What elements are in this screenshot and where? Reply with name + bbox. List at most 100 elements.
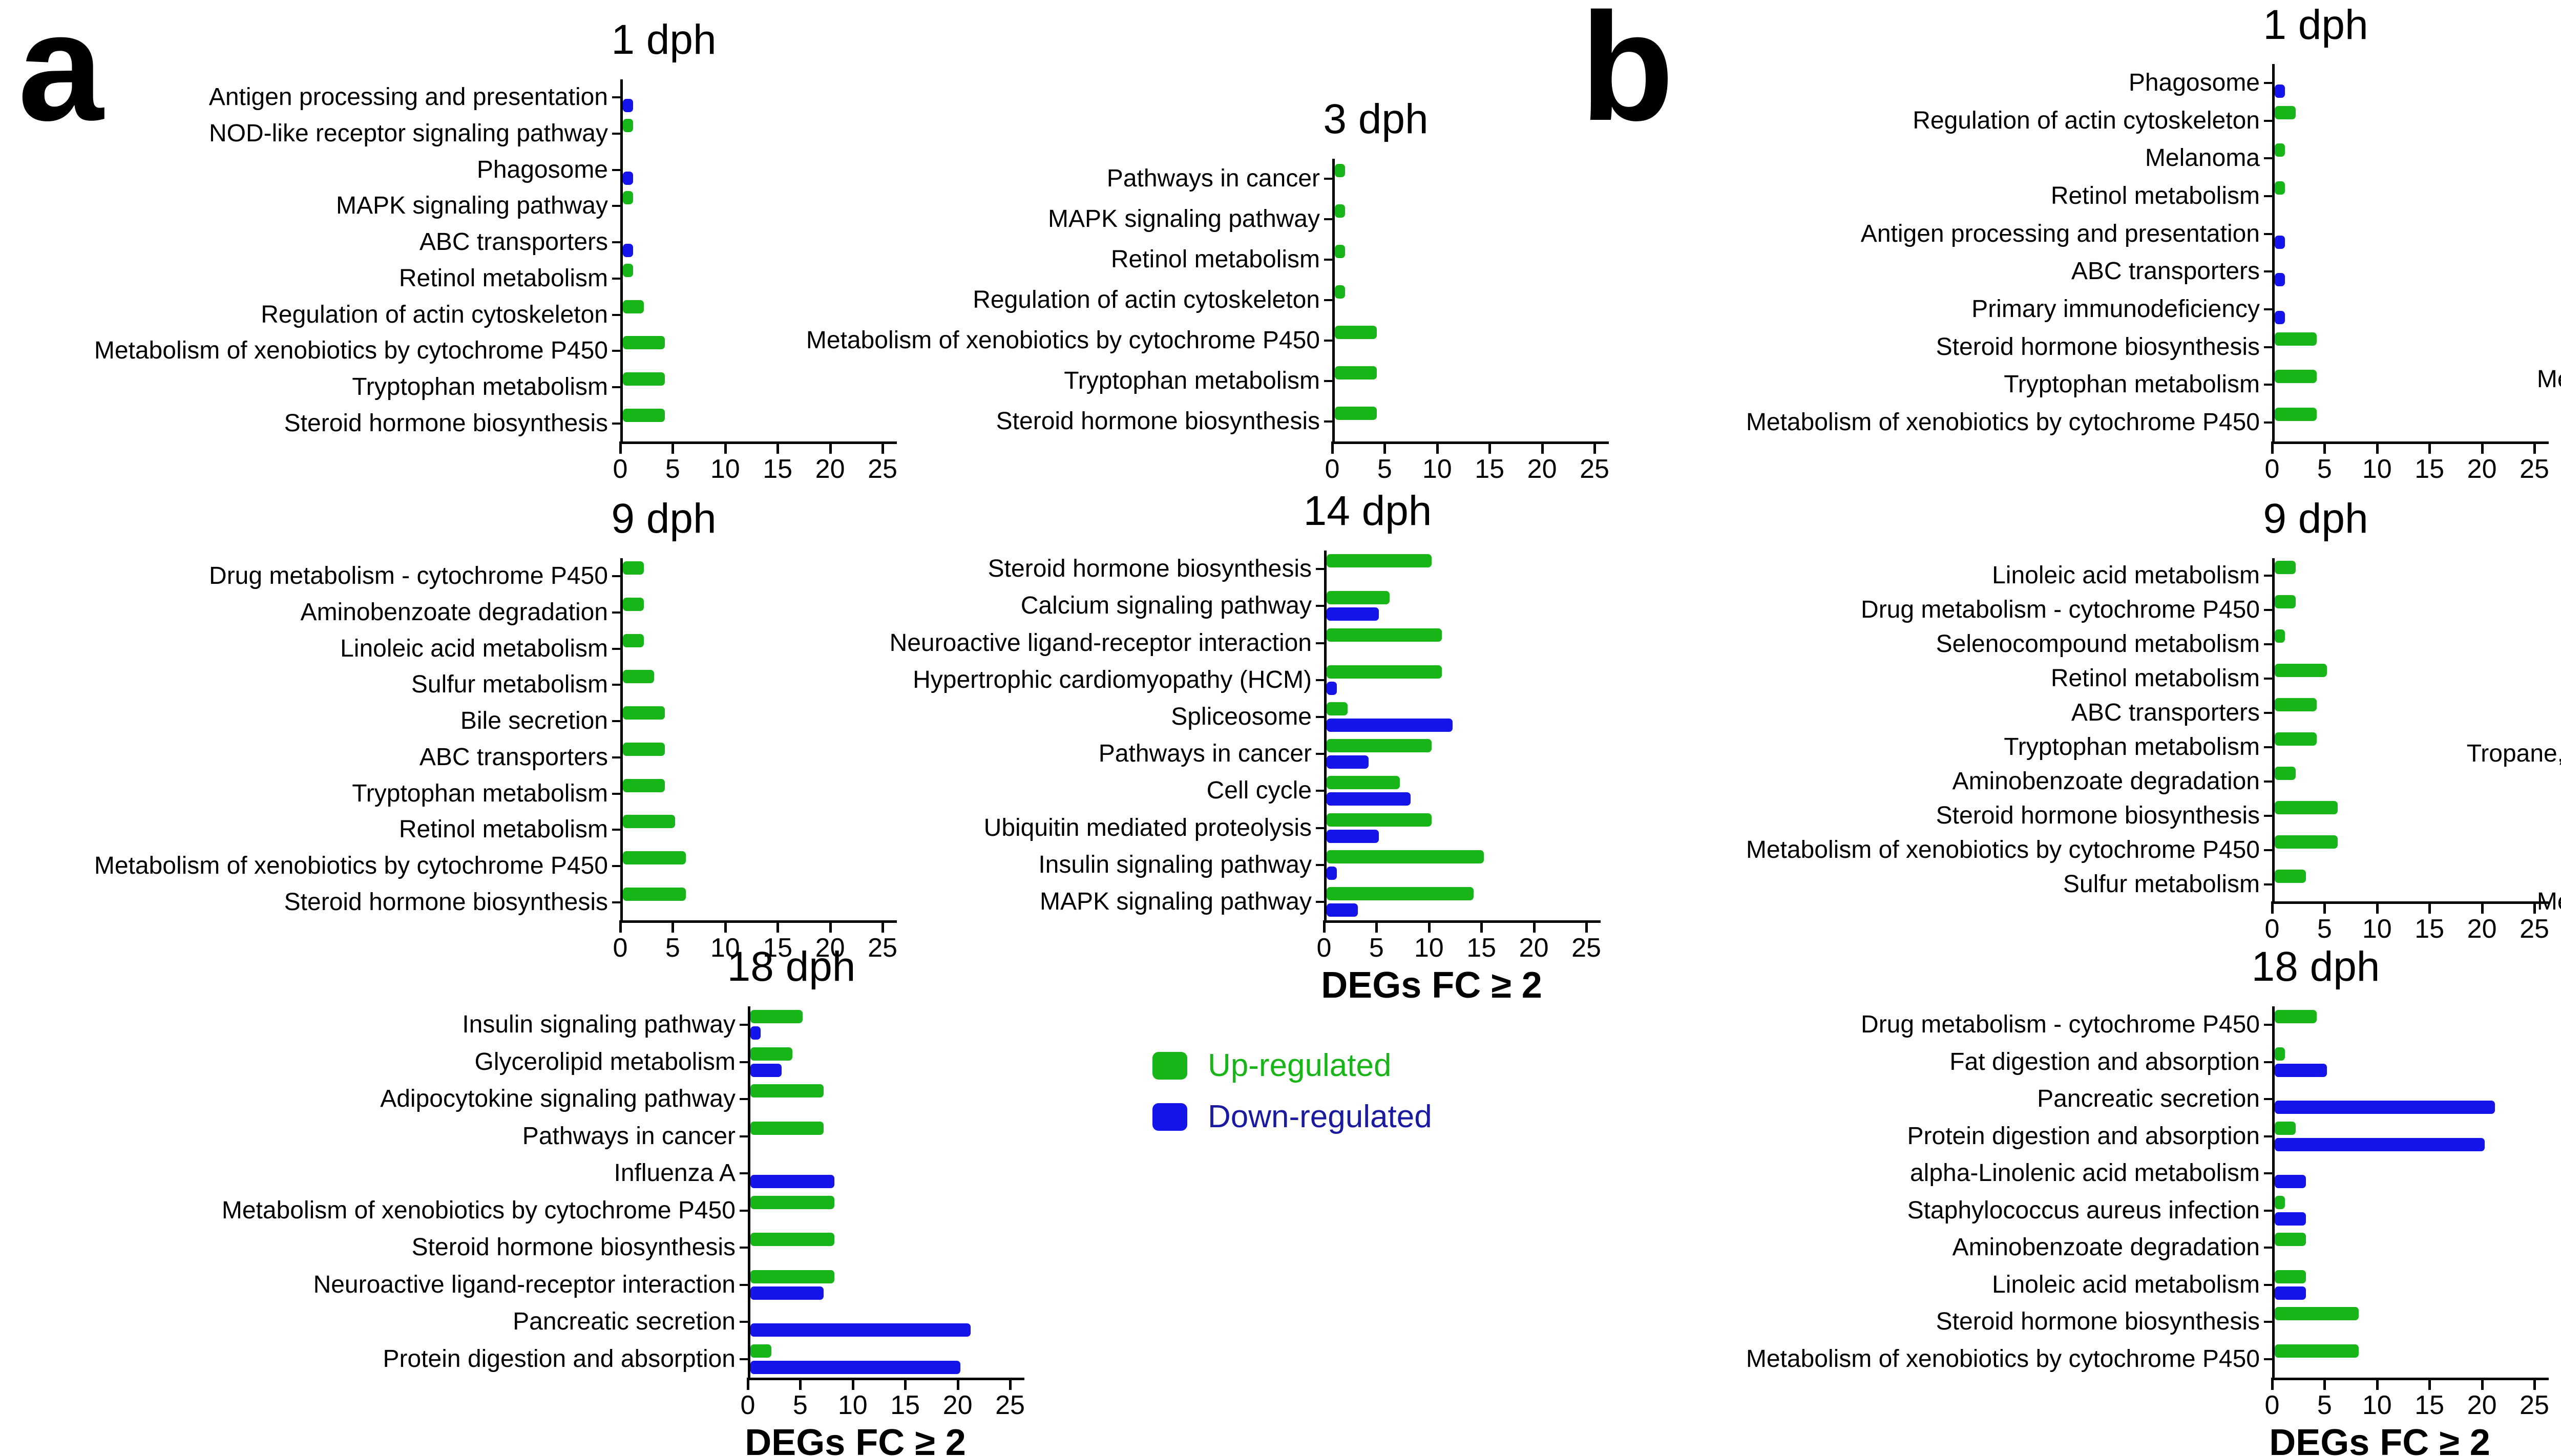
x-tick: [2481, 441, 2484, 454]
category-label: Regulation of actin cytoskeleton: [1913, 107, 2260, 134]
axis-tick-label: 5: [2317, 914, 2332, 944]
category-label: ABC transporters: [419, 228, 608, 256]
bar-down: [1327, 607, 1379, 621]
axis-tick-label: 15: [2415, 1390, 2445, 1420]
category-label: Metabolism of xenobiotics by cytochrome …: [94, 337, 608, 365]
y-tick: [612, 350, 620, 352]
category-label: Metabolism of xenobiotics by cytochrome …: [2536, 366, 2561, 393]
category-label: ABC transporters: [2071, 699, 2260, 726]
category-label: Steroid hormone biosynthesis: [1936, 801, 2260, 829]
category-label: Retinol metabolism: [1110, 246, 1320, 273]
bar-up: [623, 778, 665, 792]
y-tick: [612, 756, 620, 758]
y-axis: [620, 79, 623, 444]
bar-down: [2275, 1175, 2306, 1189]
y-tick: [1324, 420, 1332, 423]
y-tick: [612, 720, 620, 723]
category-label: Tryptophan metabolism: [2004, 733, 2260, 761]
bar-down: [1327, 681, 1337, 695]
axis-tick-label: 15: [763, 454, 793, 484]
bar-up: [750, 1195, 834, 1209]
y-tick: [1316, 863, 1324, 866]
x-tick: [619, 920, 622, 933]
x-axis: [747, 1378, 1024, 1380]
category-label: Retinol metabolism: [398, 816, 608, 843]
category-label: Steroid hormone biosynthesis: [411, 1234, 736, 1261]
x-tick: [1383, 441, 1387, 454]
x-tick: [1323, 920, 1326, 933]
axis-tick-label: 5: [2317, 454, 2332, 484]
category-label: Pathways in cancer: [2334, 130, 2561, 160]
y-axis: [748, 1006, 750, 1380]
x-tick: [619, 441, 622, 454]
bar-up: [1335, 366, 1377, 379]
category-label: Insulin signaling pathway: [462, 1011, 736, 1039]
category-label: Cell cycle: [1206, 777, 1312, 805]
category-label: Retinol metabolism: [2050, 182, 2260, 209]
y-tick: [1316, 753, 1324, 755]
axis-tick-label: 10: [2362, 914, 2392, 944]
category-label: Steroid hormone biosynthesis: [988, 555, 1312, 583]
y-tick: [612, 241, 620, 244]
x-tick: [776, 441, 780, 454]
chart-title: 9 dph: [611, 495, 717, 542]
x-tick: [2323, 901, 2326, 914]
bar-up: [623, 598, 644, 611]
y-tick: [2264, 1209, 2272, 1212]
y-tick: [2264, 1061, 2272, 1063]
bar-up: [1327, 628, 1442, 642]
y-tick: [612, 386, 620, 388]
bar-down: [2275, 1063, 2327, 1077]
y-tick: [2264, 1321, 2272, 1323]
chart-title: 3 dph: [1323, 96, 1429, 142]
category-label: Steroid hormone biosynthesis: [1936, 1308, 2260, 1336]
category-label: Primary immunodeficiency: [1971, 296, 2260, 323]
bar-up: [2275, 800, 2338, 814]
category-label: Aminobenzoate degradation: [2334, 702, 2561, 732]
axis-tick-label: 10: [2362, 454, 2392, 484]
x-axis: [619, 441, 897, 444]
axis-tick-label: 20: [815, 454, 845, 484]
bar-up: [1335, 164, 1346, 178]
chart-title: 18 dph: [2251, 943, 2380, 990]
y-tick: [2264, 270, 2272, 273]
y-tick: [740, 1172, 748, 1175]
category-label: Regulation of autophagy: [2334, 813, 2561, 843]
x-tick: [671, 441, 675, 454]
y-tick: [740, 1024, 748, 1026]
axis-tick-label: 25: [2520, 914, 2549, 944]
axis-tick-label: 10: [710, 933, 740, 963]
y-tick: [2264, 1358, 2272, 1360]
category-label: ABC transporters: [419, 743, 608, 771]
bar-up: [750, 1270, 834, 1283]
y-tick: [1316, 790, 1324, 792]
y-tick: [612, 277, 620, 280]
category-label: Tryptophan metabolism: [2334, 331, 2561, 362]
x-tick: [1480, 920, 1483, 933]
y-tick: [2264, 308, 2272, 311]
category-label: Neuroactive ligand-receptor interaction: [889, 629, 1312, 657]
x-tick: [724, 920, 727, 933]
y-tick: [740, 1209, 748, 1212]
bar-up: [1327, 554, 1432, 568]
bar-up: [1327, 739, 1432, 753]
axis-tick-label: 20: [2467, 914, 2497, 944]
category-label: Pathways in cancer: [1106, 165, 1320, 193]
axis-tick-label: 5: [665, 454, 680, 484]
bar-down: [623, 171, 634, 185]
y-tick: [2264, 195, 2272, 197]
x-tick: [2271, 1378, 2274, 1390]
y-tick: [612, 575, 620, 578]
bar-up: [2275, 698, 2317, 711]
y-tick: [612, 133, 620, 135]
y-tick: [612, 205, 620, 207]
bar-up: [750, 1047, 792, 1061]
category-label: Metabolism of xenobiotics by cytochrome …: [1746, 1345, 2260, 1373]
bar-up: [1335, 245, 1346, 259]
category-label: Phagosome: [2128, 69, 2260, 96]
bar-up: [1327, 776, 1400, 790]
chart-title: 14 dph: [1303, 488, 1432, 534]
axis-tick-label: 0: [613, 933, 628, 963]
category-label: Linoleic acid metabolism: [1992, 561, 2260, 589]
axis-tick-label: 20: [2467, 454, 2497, 484]
